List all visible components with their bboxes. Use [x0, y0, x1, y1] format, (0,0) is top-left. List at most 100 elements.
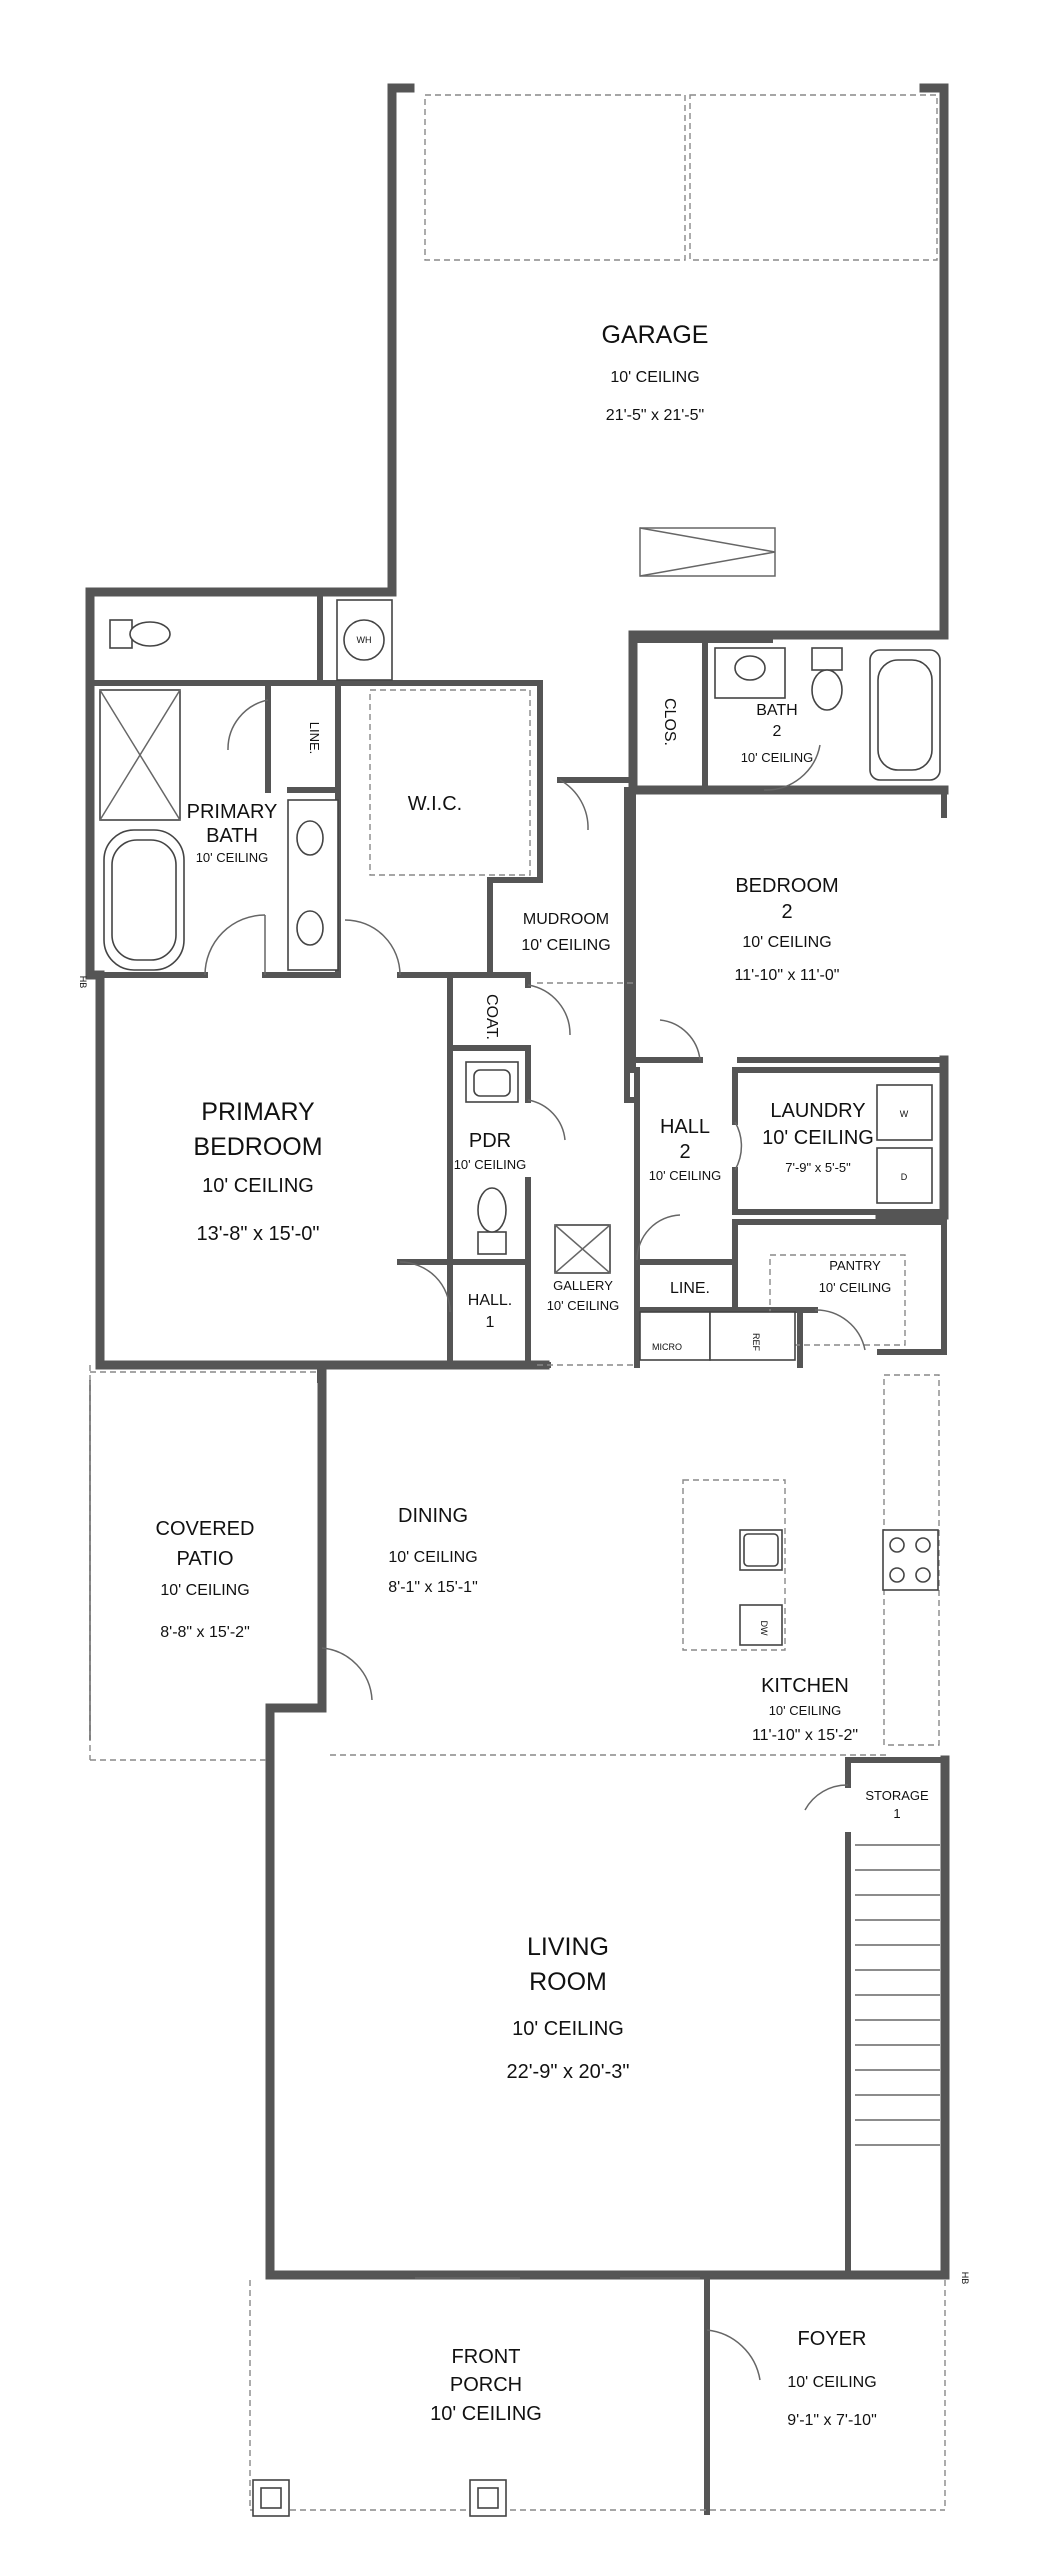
door-swing	[227, 699, 269, 751]
line-closet-label: LINE.	[307, 722, 322, 755]
garage-size: 21'-5" x 21'-5"	[606, 407, 704, 424]
ref-label: REF	[751, 1333, 761, 1352]
door-swing	[204, 914, 266, 976]
exterior-walls	[85, 83, 950, 2515]
stairs	[855, 1844, 940, 2146]
room-hall-2: HALL 2 10' CEILING	[649, 1116, 722, 1183]
pdr-ceiling: 10' CEILING	[454, 1157, 527, 1172]
pdr-name: PDR	[469, 1130, 511, 1152]
hall1-name2: 1	[486, 1314, 495, 1331]
micro-label: MICRO	[652, 1342, 682, 1352]
garage-ceiling: 10' CEILING	[610, 369, 699, 386]
laundry-name: LAUNDRY	[770, 1100, 865, 1122]
sink-icon	[743, 1533, 779, 1567]
room-laundry: LAUNDRY 10' CEILING 7'-9" x 5'-5"	[762, 1100, 874, 1175]
wic-name: W.I.C.	[408, 793, 462, 815]
door-swing	[399, 1261, 451, 1313]
dishwasher-label: DW	[759, 1621, 769, 1636]
hose-bib-right-label: HB	[960, 2272, 970, 2285]
clos-label: CLOS.	[661, 698, 678, 746]
pantry-name: PANTRY	[829, 1258, 881, 1273]
primary-bath-name2: BATH	[206, 825, 258, 847]
room-front-porch: FRONT PORCH 10' CEILING	[430, 2346, 542, 2425]
room-storage-1: STORAGE 1	[865, 1788, 929, 1821]
water-heater-label: WH	[357, 635, 372, 645]
door-swing	[706, 2329, 761, 2381]
front-porch-name2: PORCH	[450, 2374, 522, 2396]
storage1-name2: 1	[893, 1806, 900, 1821]
interior-walls	[87, 589, 948, 2273]
door-swing	[527, 1099, 566, 1141]
laundry-ceiling: 10' CEILING	[762, 1127, 874, 1149]
dining-size: 8'-1" x 15'-1"	[388, 1579, 478, 1596]
door-swing	[804, 1784, 849, 1811]
room-garage: GARAGE 10' CEILING 21'-5" x 21'-5"	[602, 321, 709, 424]
dryer-icon	[876, 1147, 933, 1204]
foyer-size: 9'-1" x 7'-10"	[787, 2412, 877, 2429]
linen-hall-label: LINE.	[670, 1280, 710, 1297]
sink-icon	[296, 910, 324, 946]
room-pdr: PDR 10' CEILING	[454, 1130, 527, 1172]
primary-bath-ceiling: 10' CEILING	[196, 850, 269, 865]
room-bedroom-2: BEDROOM 2 10' CEILING 11'-10" x 11'-0"	[735, 875, 840, 984]
hose-bib-left-label: HB	[78, 976, 88, 989]
room-living-room: LIVING ROOM 10' CEILING 22'-9" x 20'-3"	[506, 1933, 629, 2083]
mudroom-name: MUDROOM	[523, 911, 609, 928]
gallery-name: GALLERY	[553, 1278, 613, 1293]
covered-patio-size: 8'-8" x 15'-2"	[160, 1624, 250, 1641]
sink-icon	[734, 655, 766, 681]
washer-label: W	[900, 1109, 909, 1119]
hall2-ceiling: 10' CEILING	[649, 1168, 722, 1183]
door-swing	[636, 1214, 681, 1261]
room-hall-1: HALL. 1	[468, 1292, 512, 1331]
fixtures: WH W D	[78, 527, 970, 2517]
living-room-size: 22'-9" x 20'-3"	[506, 2061, 629, 2083]
door-swing	[734, 1121, 743, 1171]
hall2-name2: 2	[679, 1141, 690, 1163]
overhead-dashed-lines	[89, 94, 946, 2511]
door-swing	[659, 1019, 701, 1061]
coat-label: COAT.	[483, 994, 500, 1040]
sink-icon	[296, 820, 324, 856]
room-dining: DINING 10' CEILING 8'-1" x 15'-1"	[388, 1505, 478, 1596]
microwave-icon	[639, 1311, 711, 1361]
door-swing	[559, 779, 589, 831]
garage-name: GARAGE	[602, 321, 709, 349]
dishwasher-icon	[739, 1604, 783, 1646]
living-room-ceiling: 10' CEILING	[512, 2018, 624, 2040]
storage1-name1: STORAGE	[865, 1788, 929, 1803]
living-room-name1: LIVING	[527, 1933, 609, 1961]
room-primary-bedroom: PRIMARY BEDROOM 10' CEILING 13'-8" x 15'…	[193, 1098, 322, 1245]
covered-patio-ceiling: 10' CEILING	[160, 1582, 249, 1599]
door-swing	[763, 744, 821, 791]
covered-patio-name2: PATIO	[176, 1548, 233, 1570]
room-pantry: PANTRY 10' CEILING	[819, 1258, 892, 1295]
primary-bedroom-name1: PRIMARY	[201, 1098, 315, 1126]
living-room-name2: ROOM	[529, 1968, 607, 1996]
doors	[204, 699, 866, 2381]
front-porch-name1: FRONT	[452, 2346, 521, 2368]
door-swing	[527, 984, 571, 1036]
bedroom2-name1: BEDROOM	[735, 875, 838, 897]
primary-bedroom-ceiling: 10' CEILING	[202, 1175, 314, 1197]
room-covered-patio: COVERED PATIO 10' CEILING 8'-8" x 15'-2"	[156, 1518, 255, 1641]
kitchen-ceiling: 10' CEILING	[769, 1703, 842, 1718]
toilet-icon	[811, 647, 843, 671]
room-primary-bath: PRIMARY BATH 10' CEILING	[187, 801, 278, 865]
bedroom2-ceiling: 10' CEILING	[742, 934, 831, 951]
room-gallery: GALLERY 10' CEILING	[547, 1278, 620, 1313]
room-bath-2: BATH 2 10' CEILING	[741, 702, 814, 765]
hall2-name1: HALL	[660, 1116, 710, 1138]
hall1-name1: HALL.	[468, 1292, 512, 1309]
door-swing	[321, 1647, 373, 1701]
bedroom2-size: 11'-10" x 11'-0"	[735, 967, 840, 984]
primary-bath-name1: PRIMARY	[187, 801, 278, 823]
door-swing	[344, 919, 401, 976]
refrigerator-icon	[709, 1311, 796, 1361]
kitchen-size: 11'-10" x 15'-2"	[752, 1727, 858, 1744]
dining-ceiling: 10' CEILING	[388, 1549, 477, 1566]
front-porch-ceiling: 10' CEILING	[430, 2403, 542, 2425]
range-icon	[882, 1529, 939, 1591]
sink-icon	[473, 1069, 511, 1097]
